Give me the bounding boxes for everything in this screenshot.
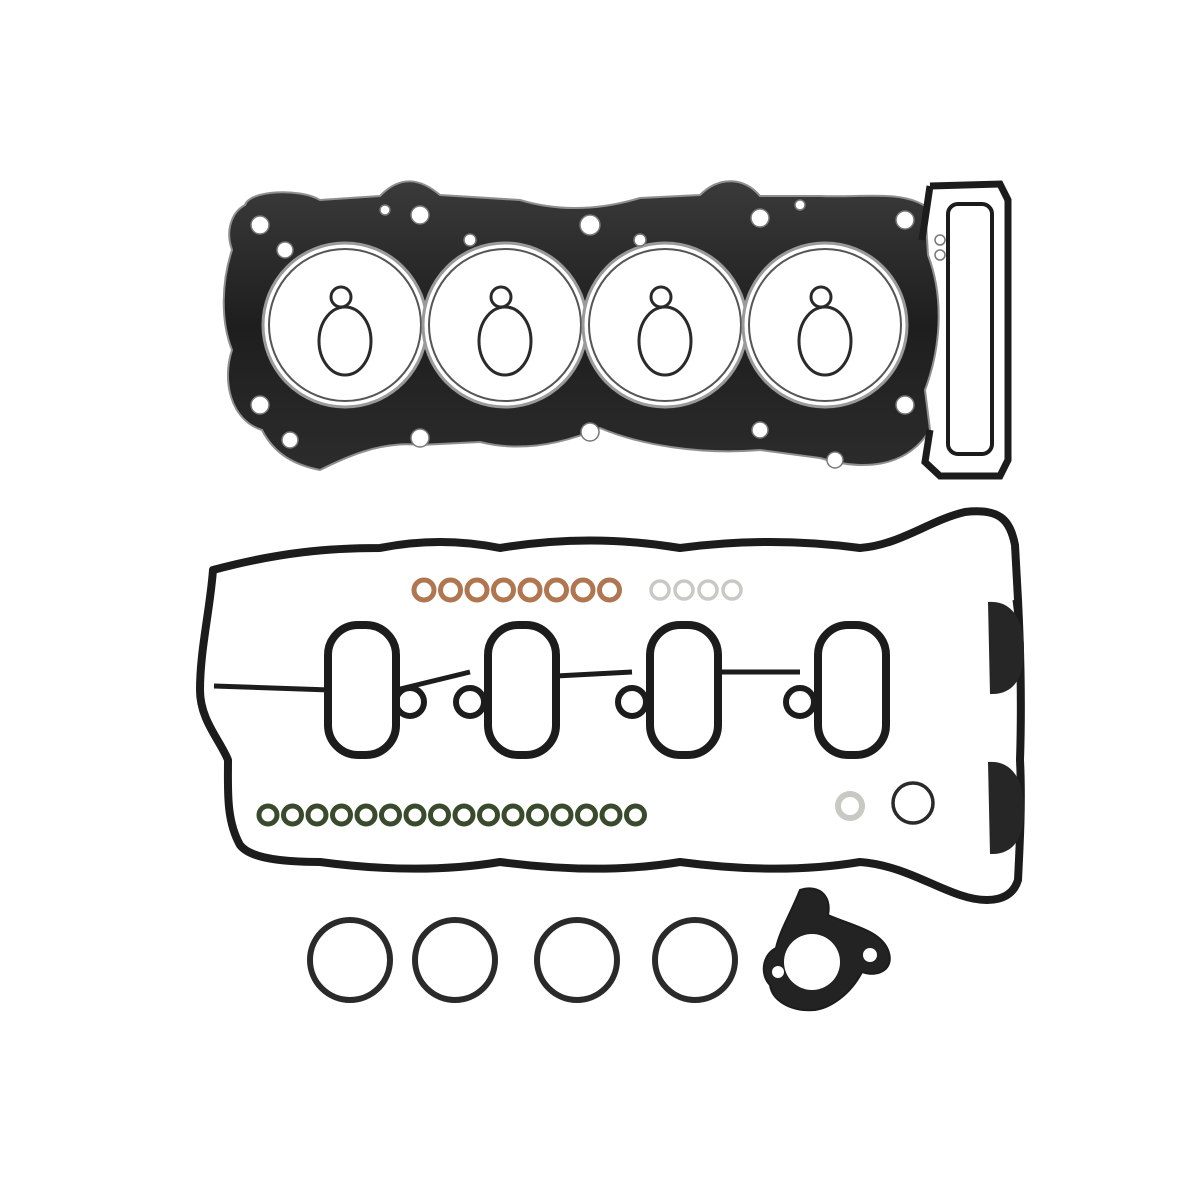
bolt-hole <box>934 234 946 246</box>
valve-stem-seal <box>428 803 451 827</box>
combustion-oring-tab <box>489 285 513 309</box>
copper-washer <box>438 577 463 603</box>
bolt-hole <box>750 208 770 228</box>
bolt-hole <box>751 421 769 439</box>
cylinder-bore-ring <box>428 248 582 402</box>
half-moon-plug <box>988 761 1024 855</box>
intake-gasket <box>814 621 890 759</box>
bolt-hole <box>580 422 600 442</box>
large-oring-row <box>307 917 738 1003</box>
bolt-hole <box>895 395 915 415</box>
bolt-hole <box>379 204 391 216</box>
intake-gasket <box>484 621 560 759</box>
large-oring <box>307 917 393 1003</box>
copper-washer <box>517 577 543 603</box>
bolt-hole <box>410 428 430 448</box>
bolt-hole <box>250 215 270 235</box>
sealing-washer <box>835 791 865 821</box>
copper-washer <box>597 577 622 603</box>
bolt-hole <box>463 233 477 247</box>
bolt-hole <box>794 199 806 211</box>
cylinder-bore-ring <box>748 248 902 402</box>
bolt-hole <box>826 451 844 469</box>
copper-washer <box>491 577 516 603</box>
copper-washer-row <box>411 577 622 603</box>
tensioner-gasket <box>762 887 891 1012</box>
bolt-hole <box>579 214 601 236</box>
bolt-hole <box>934 249 946 261</box>
valve-stem-seal <box>477 803 500 827</box>
combustion-oring-tab <box>329 285 353 309</box>
cylinder-bore <box>261 241 429 409</box>
aluminum-washer <box>721 579 743 601</box>
half-moon-plug <box>988 601 1024 695</box>
bolt-hole <box>633 233 647 247</box>
valve-stem-seal <box>281 803 304 827</box>
timing-chain-window <box>946 202 994 456</box>
timing-chain-frame <box>918 180 1012 480</box>
large-oring <box>534 917 620 1003</box>
copper-washer <box>544 577 569 603</box>
valve-stem-seal <box>330 803 353 827</box>
intake-gasket-tab <box>453 685 487 719</box>
cylinder-head-gasket <box>222 180 1012 480</box>
cylinder-bore-ring <box>588 248 742 402</box>
valve-cover-gasket <box>196 507 1025 904</box>
bolt-hole <box>276 241 294 259</box>
large-oring <box>412 917 498 1003</box>
intake-gasket-tab <box>393 685 427 719</box>
valve-stem-seal <box>305 803 329 827</box>
intake-gasket <box>324 621 400 759</box>
intake-gasket-link <box>395 669 800 693</box>
aluminum-washer <box>673 579 695 601</box>
valve-stem-seal <box>599 803 623 827</box>
valve-stem-seal <box>256 803 280 827</box>
intake-gasket <box>646 621 722 759</box>
copper-washer <box>411 577 437 603</box>
cylinder-bore <box>741 241 909 409</box>
valve-stem-seal <box>379 803 402 827</box>
large-oring <box>652 917 738 1003</box>
combustion-oring-tab <box>809 285 833 309</box>
aluminum-washer <box>697 579 719 601</box>
cylinder-bore <box>581 241 749 409</box>
valve-cover-gasket-inner-line <box>213 599 1023 693</box>
small-oring <box>891 781 935 825</box>
copper-washer <box>464 577 490 603</box>
aluminum-washer <box>649 579 671 601</box>
combustion-oring-tab <box>649 285 673 309</box>
intake-gasket-tab <box>783 685 817 719</box>
valve-stem-seal <box>452 803 476 827</box>
copper-washer <box>570 577 596 603</box>
intake-gasket-row <box>324 621 890 759</box>
valve-stem-seal <box>550 803 574 827</box>
valve-stem-seal <box>526 803 549 827</box>
small-seal-pair <box>835 781 935 825</box>
tensioner-bolt-hole <box>772 966 784 978</box>
tensioner-bolt-hole <box>863 948 877 962</box>
intake-gasket-tab <box>615 685 649 719</box>
valve-stem-seal <box>501 803 525 827</box>
bolt-hole <box>410 205 430 225</box>
valve-stem-seal <box>403 803 427 827</box>
bolt-hole <box>895 210 915 230</box>
valve-stem-seal <box>575 803 598 827</box>
bolt-hole <box>281 431 299 449</box>
valve-stem-seal <box>624 803 647 827</box>
tensioner-gasket-bore <box>784 934 840 990</box>
valve-cover-plugs <box>988 601 1024 855</box>
valve-stem-seal <box>354 803 378 827</box>
valve-stem-seal-row <box>256 803 647 827</box>
bolt-hole <box>250 395 270 415</box>
aluminum-washer-row <box>649 579 743 601</box>
cylinder-bore <box>421 241 589 409</box>
cylinder-bore-ring <box>268 248 422 402</box>
